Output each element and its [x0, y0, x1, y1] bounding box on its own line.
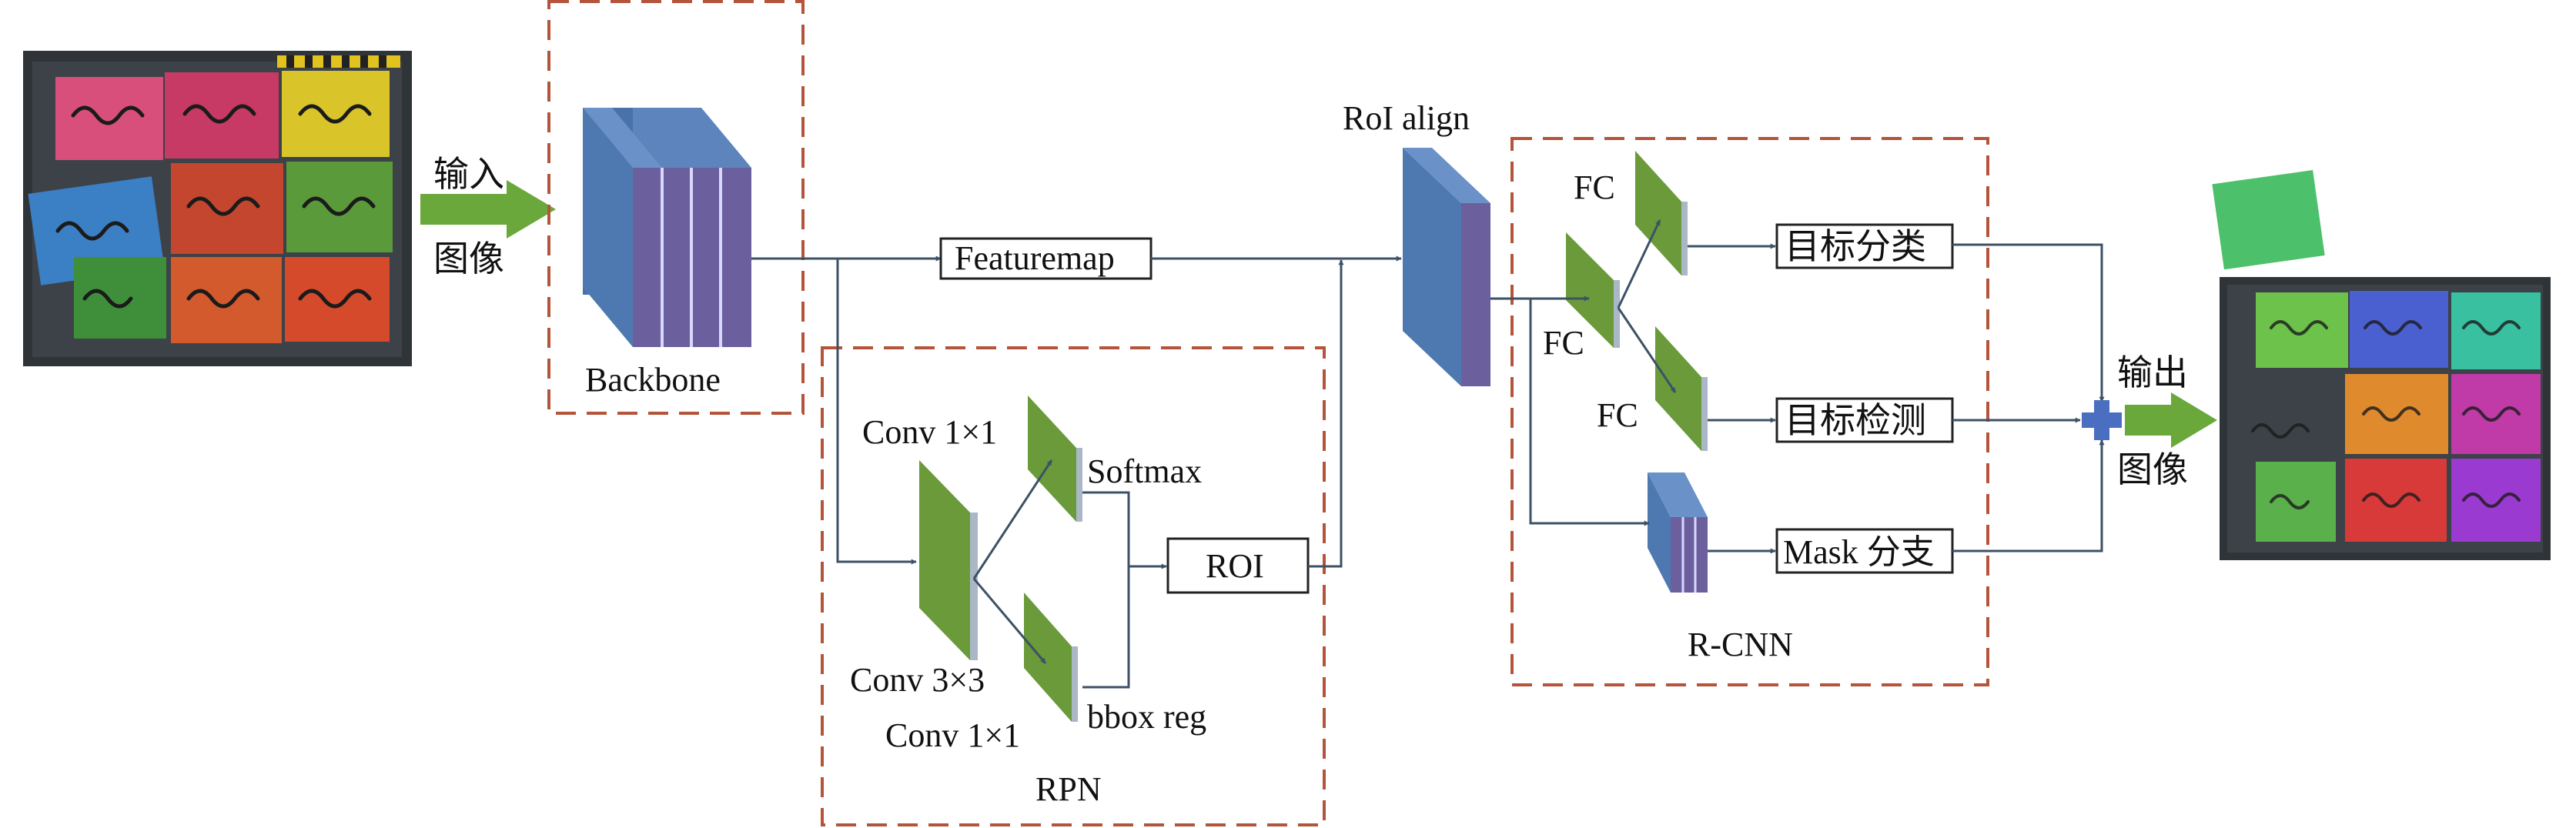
classification-label: 目标分类: [1785, 225, 1926, 267]
input-image: [23, 51, 412, 366]
input-label-line1: 输入: [433, 153, 504, 195]
roi-label: ROI: [1206, 547, 1264, 585]
bbox-reg-label: bbox reg: [1087, 698, 1206, 736]
conv1x1-bottom-layer: [1024, 593, 1078, 722]
conv3x3-to-bottom-line: [972, 578, 1047, 664]
conv3x3-layer: [919, 460, 978, 660]
fc-left-label: FC: [1543, 324, 1584, 362]
fc-to-fc-top-line: [1617, 219, 1661, 309]
input-label-line2: 图像: [433, 238, 504, 279]
conv1x1-top-label: Conv 1×1: [862, 413, 997, 451]
rcnn-dashed-region: [1510, 137, 1989, 686]
rpn-dashed-region: [821, 346, 1326, 826]
fc-to-fc-bottom-line: [1617, 307, 1677, 393]
classification-box: [1775, 223, 1954, 269]
roi-to-roialign-line: [1308, 259, 1344, 568]
input-arrow: [420, 180, 556, 239]
output-label-line1: 输出: [2117, 352, 2188, 393]
conv3x3-label: Conv 3×3: [850, 661, 985, 699]
featuremap-box: [939, 237, 1153, 280]
fc-left-layer: [1566, 232, 1620, 348]
output-arrow: [2125, 392, 2217, 448]
conv3x3-to-top-line: [972, 459, 1053, 579]
rcnn-label: R-CNN: [1688, 626, 1793, 663]
roialign-to-mask-line: [1529, 299, 1650, 526]
roi-align-label: RoI align: [1343, 99, 1470, 137]
fc-bottom-label: FC: [1597, 396, 1638, 434]
classification-to-plus-line: [1952, 243, 2105, 402]
mask-to-plus-line: [1952, 439, 2105, 553]
conv1x1-bottom-label: Conv 1×1: [885, 716, 1020, 754]
softmax-merge-line: [1082, 491, 1130, 689]
detection-box: [1775, 397, 1954, 443]
featuremap-label: Featuremap: [955, 239, 1115, 277]
rpn-label: RPN: [1035, 770, 1102, 808]
output-label-line2: 图像: [2117, 449, 2188, 490]
fc-top-layer: [1635, 151, 1688, 275]
backbone-label: Backbone: [585, 361, 721, 399]
backbone-to-rpn-line: [836, 259, 917, 565]
backbone-block: [583, 108, 751, 347]
detection-label: 目标检测: [1785, 399, 1926, 441]
backbone-dashed-region: [547, 0, 805, 415]
fc-top-label: FC: [1574, 169, 1615, 206]
mask-conv-block: [1648, 472, 1708, 593]
fc-bottom-layer: [1655, 326, 1708, 451]
mask-branch-label: Mask 分支: [1783, 533, 1935, 571]
softmax-label: Softmax: [1087, 452, 1202, 490]
roi-align-block: [1403, 148, 1490, 386]
conv1x1-top-layer: [1028, 396, 1082, 522]
roi-box: [1166, 537, 1310, 594]
output-image: [2212, 170, 2551, 560]
plus-icon: [2082, 400, 2122, 440]
